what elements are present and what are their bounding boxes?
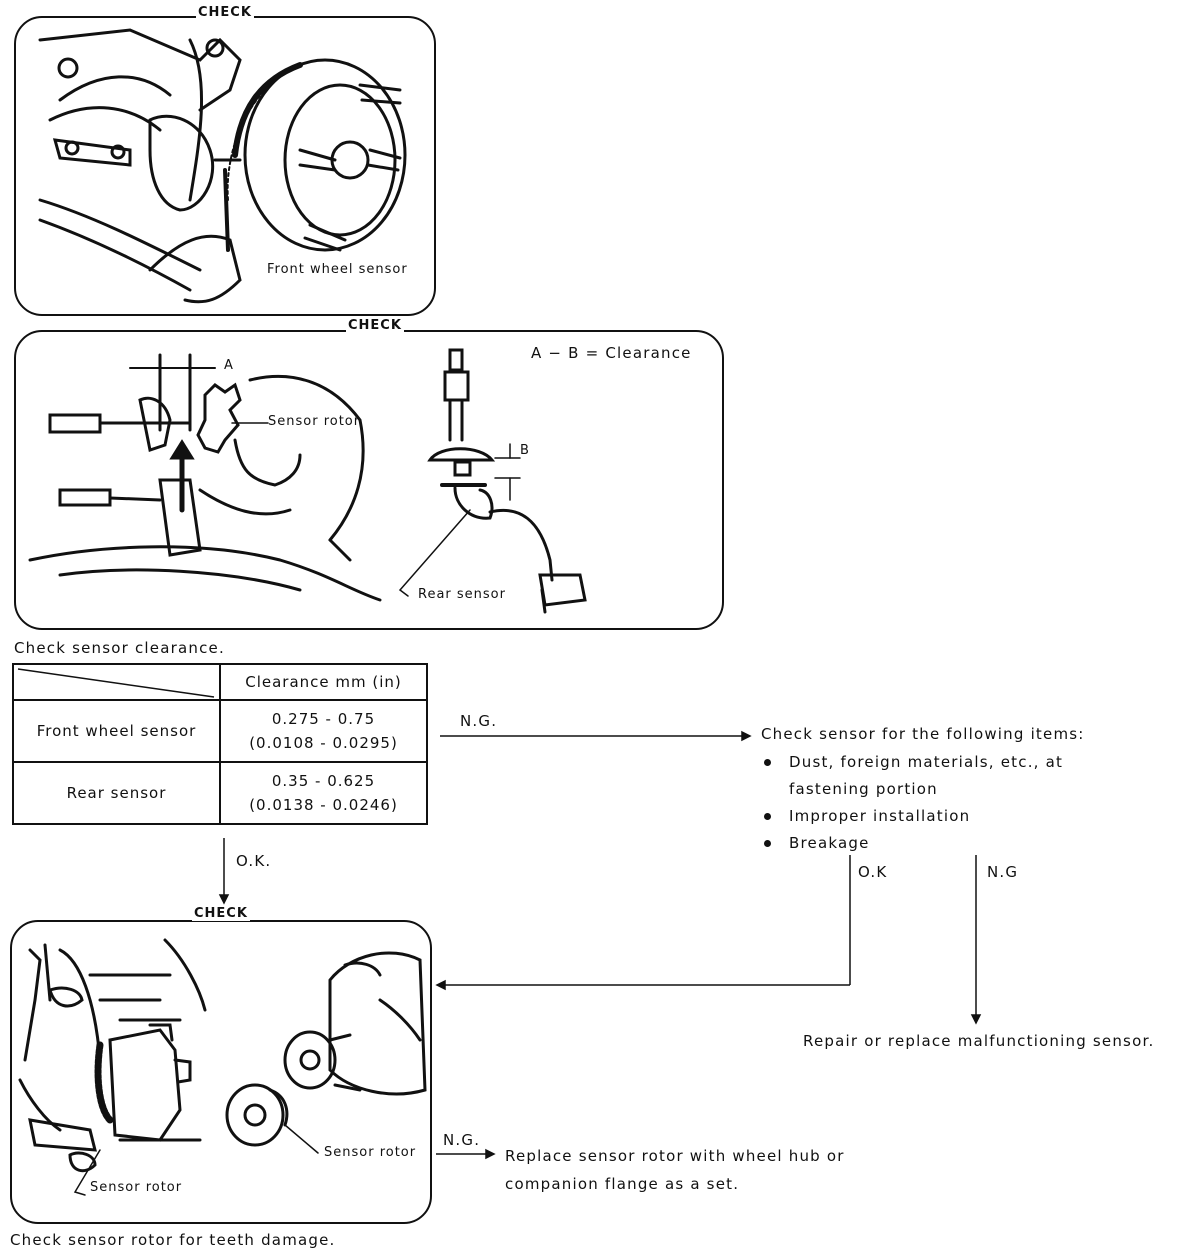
sensor-rotor-label-3: Sensor rotor <box>90 1180 183 1195</box>
bullet-dot <box>764 813 771 820</box>
ng-label-2: N.G <box>987 863 1019 881</box>
bullet-dot <box>764 759 771 766</box>
check-rotor-caption: Check sensor rotor for teeth damage. <box>10 1231 336 1249</box>
diagonal-line <box>17 668 215 698</box>
check-item-1-cont: fastening portion <box>789 780 938 798</box>
panel1-check-label: CHECK <box>196 5 254 20</box>
panel3-check-label: CHECK <box>192 906 250 921</box>
check-clearance-caption: Check sensor clearance. <box>14 639 225 657</box>
ok-label-1: O.K. <box>236 852 272 870</box>
repair-instruction: Repair or replace malfunctioning sensor. <box>803 1032 1155 1050</box>
sensor-rotor-label-1: Sensor rotor <box>268 414 361 429</box>
ng-label-3: N.G. <box>443 1131 481 1149</box>
replace-instruction-2: companion flange as a set. <box>505 1175 740 1193</box>
rear-sensor-panel <box>14 330 724 630</box>
replace-instruction-1: Replace sensor rotor with wheel hub or <box>505 1147 845 1165</box>
value-in: (0.0108 - 0.0295) <box>249 734 398 752</box>
sensor-rotor-panel <box>10 920 432 1224</box>
row-value: 0.35 - 0.625 (0.0138 - 0.0246) <box>219 761 428 825</box>
table-header: Clearance mm (in) <box>219 663 428 701</box>
table-row: Rear sensor 0.35 - 0.625 (0.0138 - 0.024… <box>12 761 428 825</box>
check-item-2: Improper installation <box>764 807 970 825</box>
table-row: Front wheel sensor 0.275 - 0.75 (0.0108 … <box>12 699 428 763</box>
value-in: (0.0138 - 0.0246) <box>249 796 398 814</box>
clearance-table: Clearance mm (in) Front wheel sensor 0.2… <box>12 663 428 825</box>
value-mm: 0.275 - 0.75 <box>271 710 376 728</box>
table-corner-cell <box>12 663 221 701</box>
check-item-1: Dust, foreign materials, etc., at <box>764 753 1063 771</box>
value-mm: 0.35 - 0.625 <box>271 772 376 790</box>
bullet-dot <box>764 840 771 847</box>
clearance-formula: A − B = Clearance <box>531 344 692 362</box>
front-wheel-sensor-label: Front wheel sensor <box>267 262 408 277</box>
ok-label-2: O.K <box>858 863 888 881</box>
sensor-rotor-label-2: Sensor rotor <box>324 1145 417 1160</box>
row-name: Rear sensor <box>12 761 221 825</box>
row-name: Front wheel sensor <box>12 699 221 763</box>
panel2-check-label: CHECK <box>346 318 404 333</box>
check-items-title: Check sensor for the following items: <box>761 725 1085 743</box>
row-value: 0.275 - 0.75 (0.0108 - 0.0295) <box>219 699 428 763</box>
dimension-a-label: A <box>224 358 234 373</box>
rear-sensor-label: Rear sensor <box>418 587 506 602</box>
check-item-3: Breakage <box>764 834 870 852</box>
dimension-b-label: B <box>520 443 530 458</box>
ng-label-1: N.G. <box>460 712 498 730</box>
